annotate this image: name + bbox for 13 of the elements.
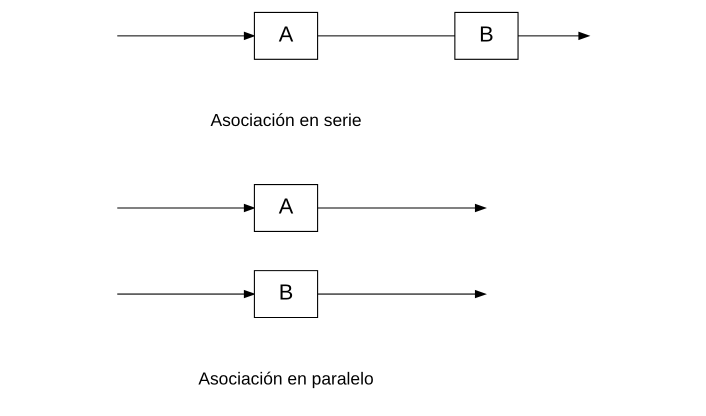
label: Asociación en paralelo	[198, 368, 374, 388]
node-box: B	[454, 12, 519, 60]
node-box: B	[254, 270, 318, 318]
node-box: A	[254, 184, 318, 232]
arrow	[518, 32, 590, 40]
arrow	[318, 290, 487, 298]
node-box: A	[254, 12, 318, 60]
arrow	[117, 32, 256, 40]
arrow	[117, 290, 256, 298]
arrow	[318, 204, 487, 212]
connector	[318, 35, 455, 36]
label: Asociación en serie	[210, 110, 362, 130]
arrow	[117, 204, 256, 212]
